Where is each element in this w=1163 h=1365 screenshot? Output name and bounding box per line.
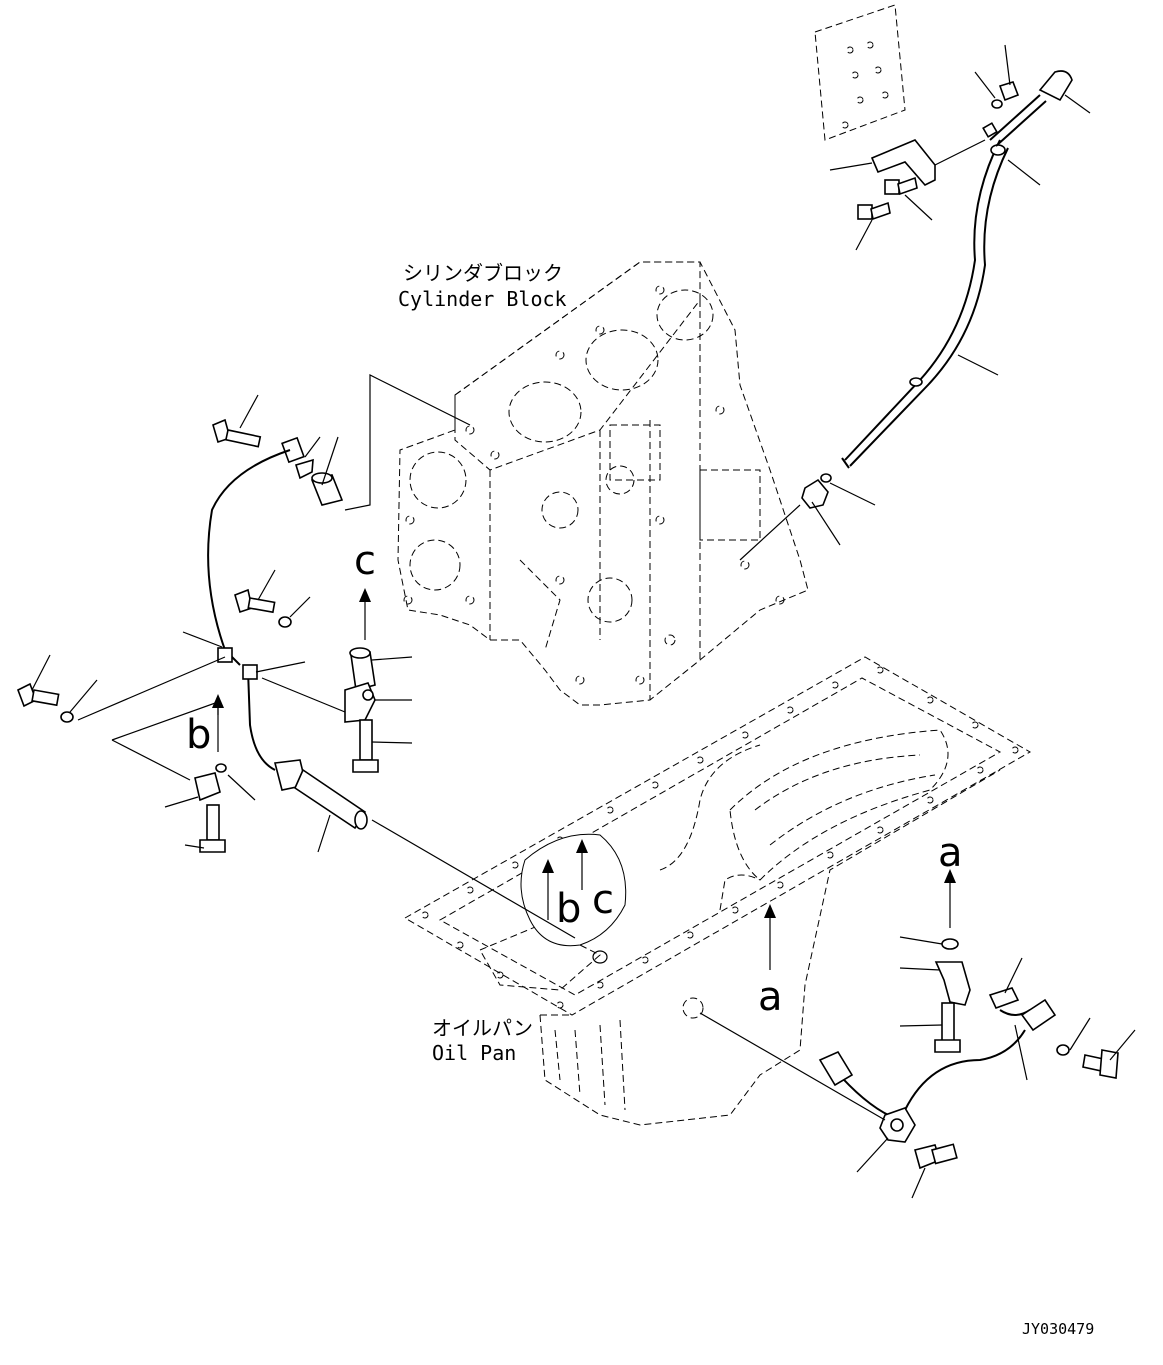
view-arrow-b-clip [212,694,224,752]
left-connector [281,436,314,480]
left-bolt-far [16,682,60,708]
c-spacer [349,647,376,692]
bracket-bolt-2 [857,201,891,221]
top-nut [998,81,1020,102]
cylinder-block [397,261,809,706]
view-arrow-b-pan [542,859,554,920]
cylinder-block-label-en: Cylinder Block [398,287,567,311]
right-connector [818,1050,854,1087]
bracket-bolt-1 [884,176,918,196]
dipstick-bracket [870,139,936,186]
callout-lines [31,44,1136,1199]
right-clip [988,987,1020,1010]
oil-pan-label-en: Oil Pan [432,1041,516,1065]
b-clip [194,763,227,802]
view-arrow-c-pan [576,839,588,890]
top-washer [991,99,1003,109]
c-bracket [344,682,376,723]
view-arrow-c-block [359,588,371,640]
a-bracket [934,961,971,1006]
right-harness-wire [834,1009,1031,1121]
view-marker-b-pan: b [556,886,581,932]
right-washer [1056,1044,1070,1056]
mounting-plate [814,4,906,141]
cylinder-block-label-jp: シリンダブロック [403,261,563,285]
oil-pressure-sensor [879,1107,916,1143]
tube-nut [801,478,829,509]
spacer-sleeve [310,472,344,506]
left-washer-far [60,711,74,723]
harness-clip-1 [217,647,233,663]
left-bolt-mid [234,588,276,614]
b-bolt [199,804,226,853]
view-marker-b-clip: b [186,712,211,758]
right-plug [1020,998,1057,1032]
view-arrow-a-pan [764,904,776,970]
left-bolt-top [212,418,262,448]
drawing-id: JY030479 [1022,1320,1094,1338]
left-harness-wire [207,449,291,771]
a-washer [941,938,959,950]
c-bolt [352,719,379,773]
view-marker-a-bracket: a [938,830,963,876]
pan-port-hole [592,950,608,964]
dipstick-handle [982,70,1073,147]
view-marker-a-pan: a [758,974,783,1020]
tube-washer [820,473,832,483]
view-arrow-a-bracket [944,869,956,928]
dipstick-tube [841,139,1009,469]
harness-clip-2 [242,664,258,680]
oil-pan-label-jp: オイルパン [432,1016,533,1040]
oil-pan [403,656,1032,1126]
sensor-bolt [914,1143,958,1170]
view-marker-c-block: c [354,538,376,584]
view-marker-c-pan: c [592,877,614,923]
left-washer-mid [278,616,292,628]
a-bolt [934,1002,961,1053]
right-bolt [1082,1049,1119,1079]
oil-level-sensor [273,759,368,830]
